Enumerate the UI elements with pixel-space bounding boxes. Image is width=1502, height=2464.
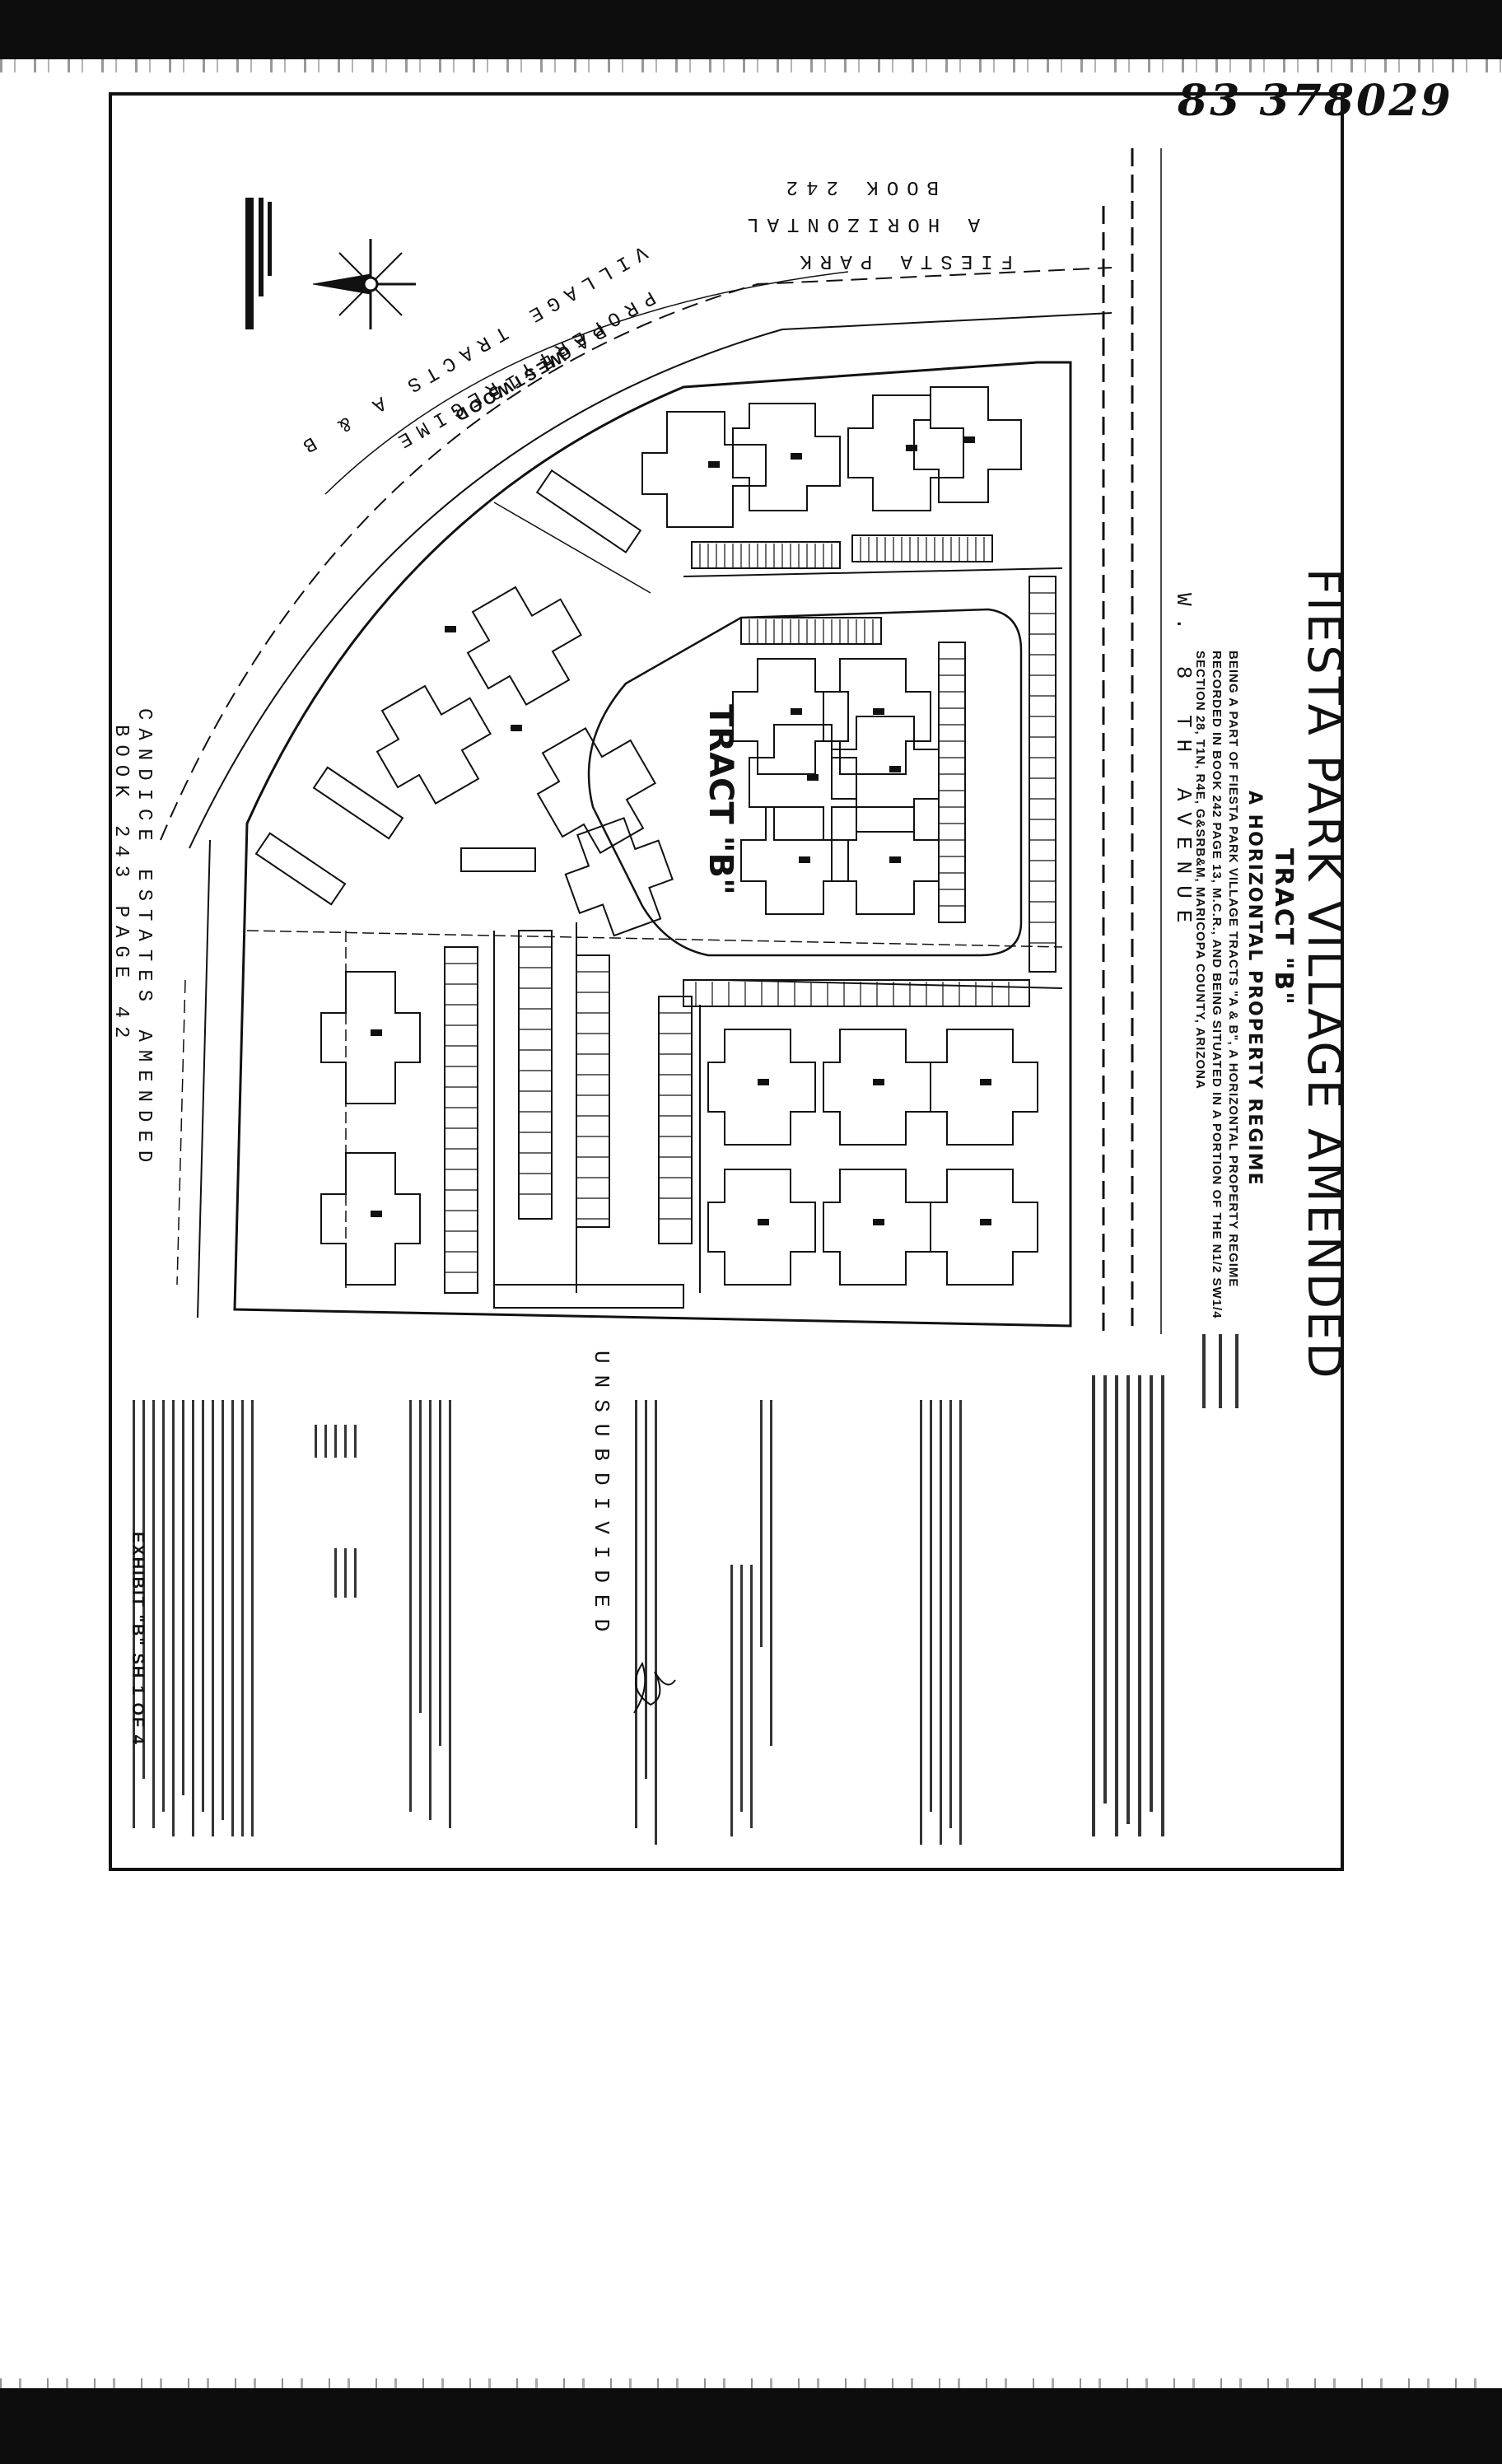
- tract-b-label: TRACT "B": [702, 704, 739, 895]
- tract-boundary: [233, 361, 1072, 1328]
- adjacent-label-north-3: BOOK 242: [777, 175, 939, 198]
- plat-tract-line: TRACT "B": [1269, 848, 1298, 1006]
- street-label-avenue: W. 8 TH AVENUE: [1171, 593, 1196, 935]
- plat-description-1: BEING A PART OF FIESTA PARK VILLAGE TRAC…: [1226, 651, 1240, 1288]
- carport-hatching: [659, 1012, 692, 1220]
- carport-bay: [493, 1284, 684, 1309]
- plat-description-2: RECORDED IN BOOK 242 PAGE 13, M.C.R., AN…: [1210, 651, 1224, 1319]
- building-footprint: [320, 1152, 421, 1286]
- carport-bay: [460, 847, 536, 872]
- plat-sheet-frame: [109, 92, 1344, 1871]
- building-footprint: [376, 684, 492, 805]
- scan-border-bottom: [0, 2378, 1502, 2464]
- building-footprint: [831, 806, 940, 915]
- scan-border-top: [0, 0, 1502, 72]
- carport-bay: [851, 534, 993, 562]
- building-footprint: [930, 1169, 1038, 1286]
- building-footprint: [847, 394, 964, 511]
- exhibit-label: EXHIBIT "B" SH 1 OF 4: [128, 1532, 147, 1746]
- unsubdivided-label: UNSUBDIVIDED: [589, 1351, 613, 1644]
- building-footprint: [564, 817, 674, 937]
- building-footprint: [823, 658, 931, 775]
- carport-bay: [683, 979, 1030, 1007]
- north-arrow-icon: [312, 239, 416, 329]
- building-footprint: [707, 1029, 816, 1146]
- plat-title: FIESTA PARK VILLAGE AMENDED: [1297, 568, 1350, 1381]
- carport-bay: [254, 832, 347, 906]
- building-footprint: [641, 411, 767, 528]
- carport-bay: [535, 469, 642, 554]
- adjacent-label-north-2: A HORIZONTAL: [739, 212, 980, 235]
- south-lot-line: [176, 979, 186, 1286]
- building-footprint: [536, 727, 656, 854]
- south-boundary-line: [197, 839, 211, 1318]
- building-footprint: [930, 1029, 1038, 1146]
- carport-bay: [312, 766, 404, 840]
- carport-hatching: [749, 619, 874, 644]
- westwood-arc-2: [160, 267, 1113, 841]
- building-footprint: [913, 386, 1022, 503]
- building-footprint: [466, 586, 582, 706]
- building-footprint: [740, 806, 849, 915]
- carport-hatching: [1029, 592, 1056, 944]
- carport-bay: [938, 642, 966, 923]
- carport-bay: [740, 617, 882, 645]
- carport-hatching: [519, 946, 552, 1195]
- carport-hatching: [860, 537, 985, 562]
- building-footprint: [823, 1169, 931, 1286]
- westwood-arc-3: [324, 271, 849, 495]
- carport-bay: [576, 954, 610, 1228]
- building-footprint: [732, 403, 841, 511]
- document-number: 83 378029: [1178, 76, 1453, 126]
- handwritten-signature-icon: [633, 1661, 676, 1714]
- carport-hatching: [699, 544, 833, 568]
- carport-bay: [518, 930, 553, 1220]
- carport-hatching: [939, 658, 965, 907]
- plat-regime-line: A HORIZONTAL PROPERTY REGIME: [1244, 791, 1265, 1187]
- building-footprint: [707, 1169, 816, 1286]
- ring-drive: [587, 608, 1023, 957]
- carport-hatching: [695, 982, 1010, 1006]
- adjacent-label-south-1: CANDICE ESTATES AMENDED: [133, 708, 155, 1171]
- carport-bay: [658, 996, 693, 1244]
- engineering-firm-seal-icon: [245, 198, 272, 329]
- westwood-arc-1: [189, 312, 1113, 849]
- building-footprint: [823, 1029, 931, 1146]
- carport-bay: [1029, 576, 1057, 973]
- adjacent-label-north-1: FIESTA PARK: [791, 250, 1013, 272]
- adjacent-label-south-2: BOOK 243 PAGE 42: [110, 725, 132, 1047]
- carport-hatching: [576, 971, 609, 1220]
- carport-bay: [444, 946, 478, 1294]
- carport-hatching: [445, 963, 478, 1273]
- building-footprint: [320, 971, 421, 1104]
